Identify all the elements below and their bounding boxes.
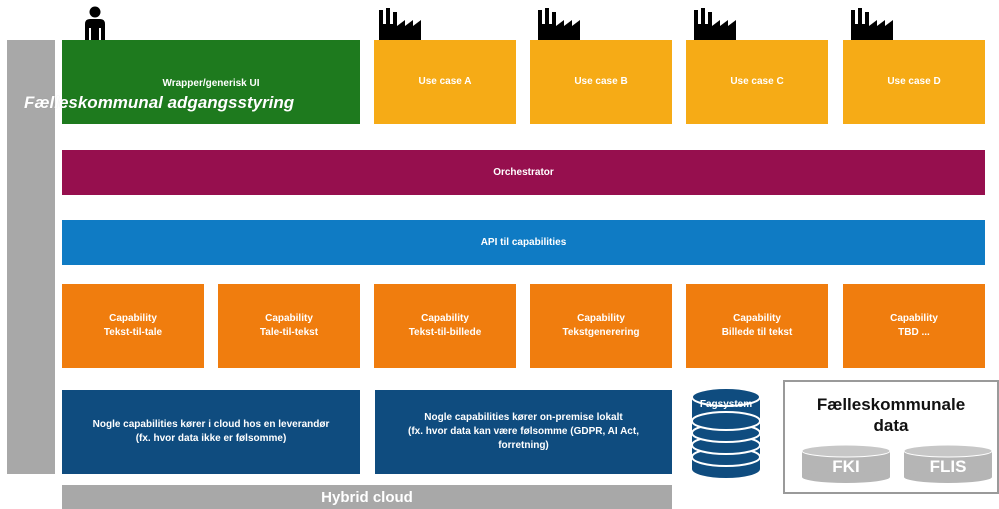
use-case-c-label: Use case C	[730, 76, 784, 87]
use-case-b-label: Use case B	[574, 76, 628, 87]
wrapper-ui-label: Wrapper/generisk UI	[162, 78, 260, 89]
database-cylinder-icon	[903, 444, 993, 483]
onprem-hosting-title: Nogle capabilities kører on-premise loka…	[424, 412, 623, 423]
capability-block: Capability Billede til tekst	[686, 284, 828, 368]
capability-title: Capability	[421, 313, 469, 324]
capability-block: Capability Tekst-til-billede	[374, 284, 516, 368]
api-label: API til capabilities	[480, 236, 567, 248]
capability-block: Capability Tale-til-tekst	[218, 284, 360, 368]
use-case-d-label: Use case D	[887, 76, 941, 87]
capability-name: Tale-til-tekst	[259, 327, 319, 338]
use-case-b-block: Use case B	[530, 40, 672, 124]
hybrid-cloud-label: Hybrid cloud	[321, 488, 413, 506]
capability-name: Tekst-til-tale	[103, 327, 163, 338]
flis-database: FLIS	[903, 444, 993, 484]
hybrid-cloud-bar: Hybrid cloud	[62, 485, 672, 509]
shared-data-title-line: data	[873, 416, 909, 435]
capability-name: Tekstgenerering	[562, 327, 640, 338]
cloud-hosting-title: Nogle capabilities kører i cloud hos en …	[92, 419, 330, 430]
capability-title: Capability	[109, 313, 157, 324]
database-cylinder-icon	[801, 444, 891, 483]
access-control-label: Fælleskommunal adgangsstyring	[24, 93, 295, 112]
capability-block: Capability Tekst-til-tale	[62, 284, 204, 368]
orchestrator-label: Orchestrator	[493, 166, 554, 178]
capability-name: Billede til tekst	[721, 327, 793, 338]
capability-title: Capability	[265, 313, 313, 324]
capability-block: Capability Tekstgenerering	[530, 284, 672, 368]
capability-title: Capability	[577, 313, 625, 324]
fki-database: FKI	[801, 444, 891, 484]
factory-icon	[694, 8, 736, 40]
capability-title: Capability	[890, 313, 938, 324]
capability-block: Capability TBD ...	[843, 284, 985, 368]
fki-label: FKI	[832, 457, 860, 476]
capability-title: Capability	[733, 313, 781, 324]
shared-data-title-line: Fælleskommunale	[816, 395, 966, 414]
use-case-a-block: Use case A	[374, 40, 516, 124]
shared-data-title: Fælleskommunale data	[785, 394, 997, 436]
factory-icon	[379, 8, 421, 40]
fagsystem-database: Fagsystem	[690, 387, 762, 479]
capability-name: Tekst-til-billede	[408, 327, 482, 338]
fagsystem-label: Fagsystem	[699, 399, 753, 410]
capability-name: TBD ...	[898, 327, 930, 338]
onprem-hosting-note: (fx. hvor data kan være følsomme (GDPR, …	[408, 426, 639, 437]
use-case-a-label: Use case A	[418, 76, 472, 87]
orchestrator-block: Orchestrator	[62, 150, 985, 195]
api-block: API til capabilities	[62, 220, 985, 265]
database-stack-icon	[691, 387, 761, 478]
access-control-bar	[7, 40, 55, 474]
factory-icon	[851, 8, 893, 40]
wrapper-ui-block: Wrapper/generisk UI	[62, 40, 360, 124]
onprem-hosting-block: Nogle capabilities kører on-premise loka…	[375, 390, 672, 474]
use-case-d-block: Use case D	[843, 40, 985, 124]
person-icon	[85, 6, 105, 40]
cloud-hosting-note: (fx. hvor data ikke er følsomme)	[135, 433, 287, 444]
flis-label: FLIS	[929, 457, 967, 476]
use-case-c-block: Use case C	[686, 40, 828, 124]
cloud-hosting-block: Nogle capabilities kører i cloud hos en …	[62, 390, 360, 474]
factory-icon	[538, 8, 580, 40]
shared-data-box: Fælleskommunale data FKI FLIS	[783, 380, 999, 494]
onprem-hosting-note: forretning)	[498, 440, 549, 451]
